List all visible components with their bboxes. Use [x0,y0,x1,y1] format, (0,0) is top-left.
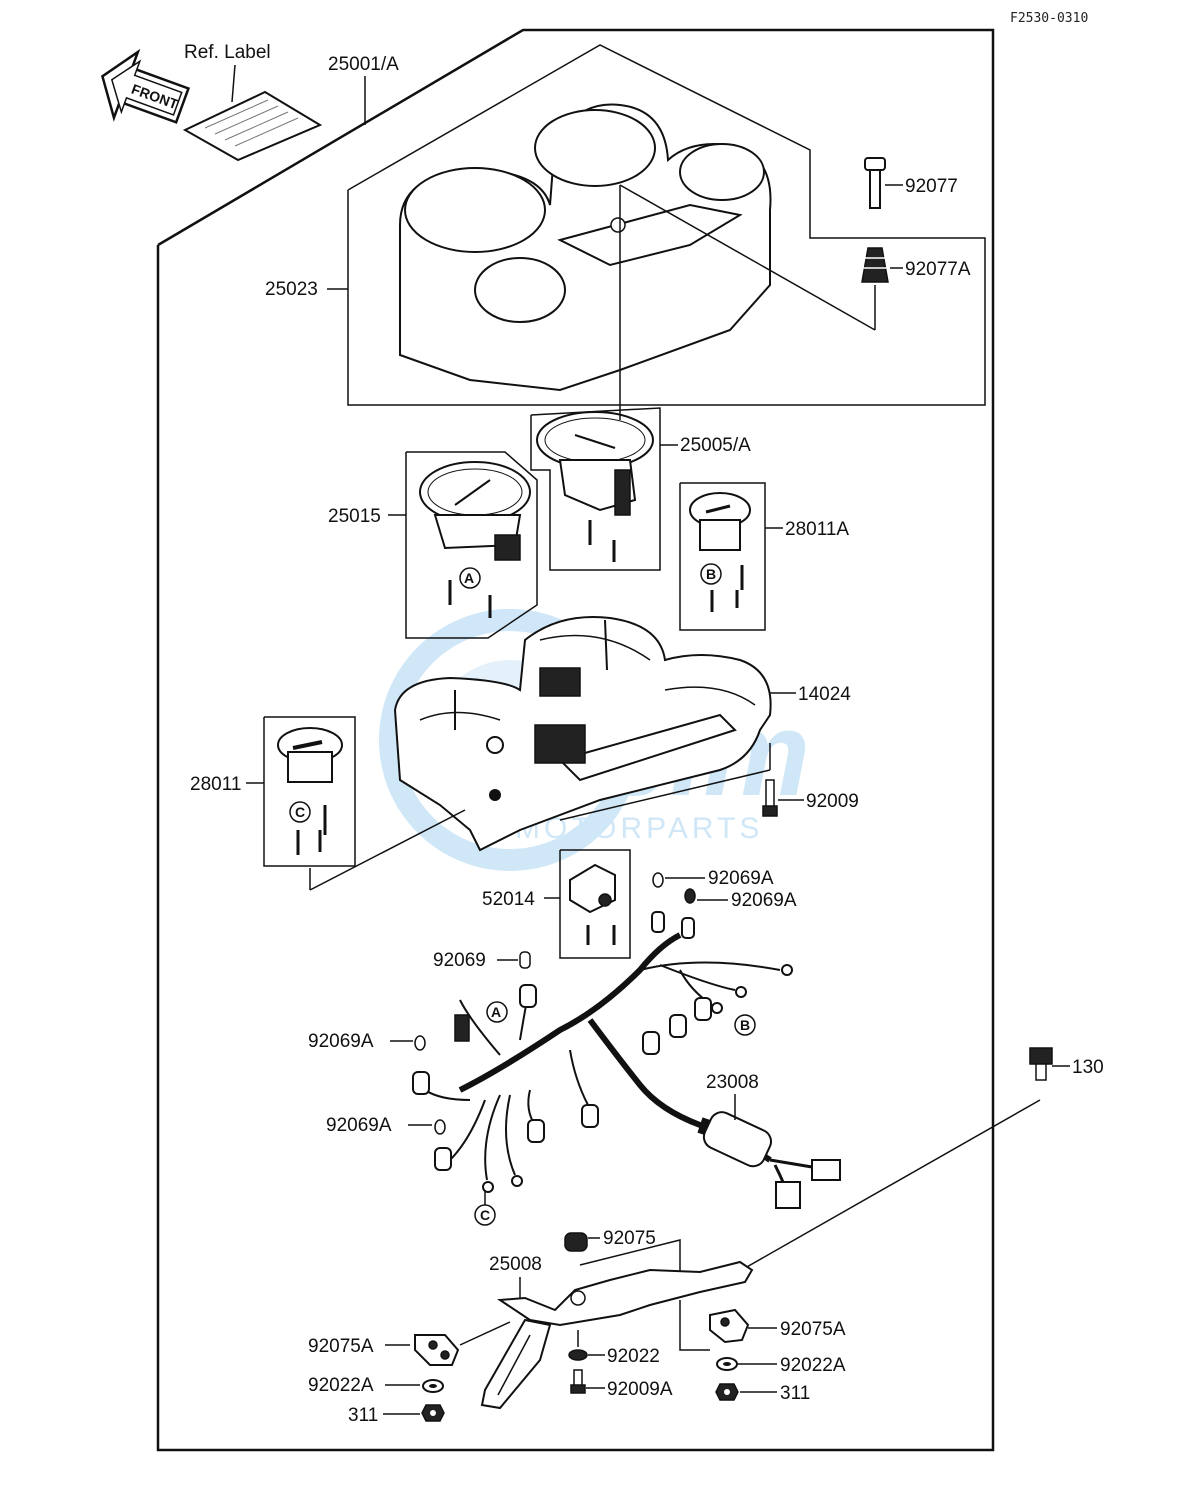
assembly-line-92009 [559,769,771,821]
gauge-window-right [679,143,765,201]
bulb-icon [434,1119,446,1135]
grommet-92077A-icon [861,247,889,283]
gauge-window-small [474,257,566,323]
group-box-25005A [530,407,661,571]
circle-marker-a [459,567,481,589]
label-92009A: 92009A [607,1379,673,1400]
group-box-52014 [559,849,631,959]
speedometer-25005A [536,411,654,562]
gauge-28011 [277,727,343,855]
circle-marker-b [700,563,722,585]
bulb-icon [414,1035,426,1051]
tachometer-25015 [419,461,531,618]
bracket-25008 [480,1260,754,1410]
ref-label-text: Ref. Label [184,42,271,63]
label-28011: 28011 [190,774,241,795]
label-92022A-1: 92022A [308,1375,374,1396]
bolt-92009A-icon [570,1369,586,1394]
gauge-window-left [404,167,546,253]
label-92075A-2: 92075A [780,1319,846,1340]
assembly-line-upper [619,184,876,331]
label-311-1: 311 [348,1405,378,1426]
meter-case-14024 [393,615,772,852]
indicator-panel [557,203,743,267]
label-25015: 25015 [328,506,381,527]
bolt-92009-icon [762,779,778,817]
label-311-2: 311 [780,1383,810,1404]
grommet-92075-icon [564,1232,588,1252]
group-bracket-92075A [679,1300,710,1351]
circle-letter-c-2: C [480,1207,490,1223]
ref-label-hatch [204,99,299,147]
label-92069: 92069 [433,950,486,971]
bulb-icon [519,951,531,969]
assembly-line-130 [744,1099,1041,1269]
label-23008: 23008 [706,1072,759,1093]
label-92069A-1: 92069A [708,868,774,889]
label-25005A: 25005/A [680,435,751,456]
sensor-52014 [569,863,616,945]
label-52014: 52014 [482,889,535,910]
mount-hole [610,217,626,233]
diagram-code: F2530-0310 [1010,11,1088,26]
label-92077: 92077 [905,176,958,197]
label-92069A-3: 92069A [308,1031,374,1052]
label-92022A-2: 92022A [780,1355,846,1376]
circle-marker-a-2 [486,1001,508,1023]
label-28011A: 28011A [785,519,849,540]
bulb-icon [684,888,696,904]
washer-92022A-icon [716,1357,738,1371]
washer-92022-icon [568,1349,588,1361]
nut-311-icon [421,1404,445,1422]
label-25023: 25023 [265,279,318,300]
circle-letter-b-2: B [740,1017,750,1033]
label-92077A: 92077A [905,259,971,280]
label-92069A-2: 92069A [731,890,797,911]
front-arrow-icon: FRONT [100,48,191,124]
label-25008: 25008 [489,1254,542,1275]
grommet-92075A-icon [414,1334,460,1366]
label-92022: 92022 [607,1346,660,1367]
group-box-28011A [679,482,766,631]
ref-label-leader [231,64,236,103]
bolt-130-icon [1029,1047,1053,1081]
assembly-line-28011-b [309,809,466,891]
wiring-harness-23008 [412,911,841,1209]
circle-letter-a-2: A [491,1004,501,1020]
label-25001A: 25001/A [328,54,399,75]
circle-letter-c-1: C [295,804,305,820]
circle-marker-c [289,801,311,823]
cover-group-box [347,44,986,406]
meter-cover-25023 [399,103,772,392]
screw-92077-icon [864,157,886,209]
label-92075: 92075 [603,1228,656,1249]
circle-letter-a-1: A [464,570,474,586]
circle-marker-b-2 [734,1014,756,1036]
washer-92022A-icon [422,1379,444,1393]
nut-311-icon [715,1383,739,1401]
grommet-92075A-icon [709,1308,750,1344]
circle-letter-b-1: B [706,566,716,582]
outer-frame [156,28,995,1452]
gauge-window-center [534,109,656,187]
label-130: 130 [1072,1057,1104,1078]
bulb-icon [652,872,664,888]
assembly-line-92075A-left [459,1321,511,1346]
label-92069A-4: 92069A [326,1115,392,1136]
gauge-28011A [689,492,751,612]
group-box-25015 [405,451,538,639]
ref-label-sticker [182,90,323,162]
label-92075A-1: 92075A [308,1336,374,1357]
label-14024: 14024 [798,684,851,705]
indicator-strip [558,713,737,782]
label-92009: 92009 [806,791,859,812]
